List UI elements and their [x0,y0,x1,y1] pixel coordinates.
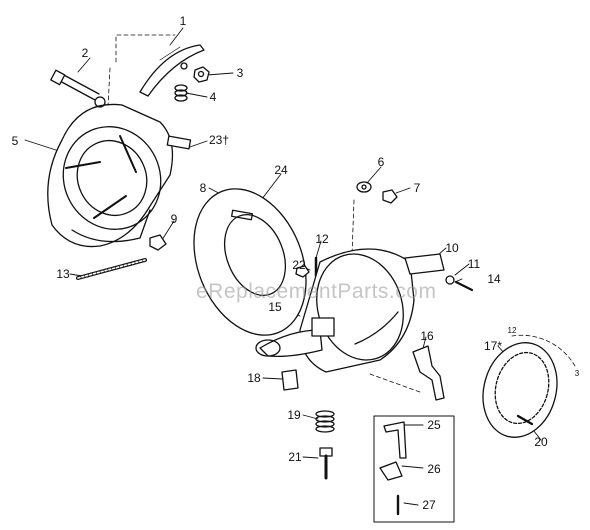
callout-2: 2 [81,46,89,60]
part-2-pin [50,69,100,101]
construction-lines [107,34,576,393]
watermark-text: eReplacementParts.com [196,280,437,303]
callout-17: 17* [483,339,503,353]
part-19-spring [315,410,335,433]
part-22-nut [295,265,310,278]
callout-9: 9 [170,212,178,226]
part-21-bolt [319,447,333,480]
callout-24: 24 [274,163,288,177]
part-16-lever [412,345,445,401]
callout-5: 5 [11,134,19,148]
callout-4: 4 [209,90,217,104]
part-5-housing [47,96,192,248]
callout-25: 25 [427,418,441,432]
callout-12: 12 [315,232,329,246]
part-13-leadscrew [76,258,147,280]
callout-10: 10 [445,241,459,255]
part-17-ring [482,342,558,438]
callout-20: 20 [534,435,548,449]
part-4-spring [174,84,188,102]
callout-11: 11 [467,257,481,271]
callout-18: 18 [247,371,261,385]
callout-8: 8 [199,181,207,195]
callout-6: 6 [377,155,385,169]
part-11-nut [445,275,455,285]
detail-inset [373,415,455,523]
callout-7: 7 [413,181,421,195]
dial-label-right: 3 [574,369,580,378]
part-10-bracket [404,253,445,275]
callout-3: 3 [236,66,244,80]
part-8-disc [193,188,307,336]
part-14-screw [454,280,474,292]
callout-1: 1 [179,14,187,28]
callout-26: 26 [427,462,441,476]
callout-23: 23† [208,133,230,147]
part-7-nut [382,189,398,204]
callout-21: 21 [288,450,302,464]
callout-15: 15 [268,300,282,314]
part-18-knob [281,369,299,391]
part-1-shoe [139,44,205,97]
callout-22: 22 [292,258,306,272]
part-6-washer [356,181,372,193]
callout-27: 27 [422,498,436,512]
part-9-fitting [149,234,167,251]
part-20-screw [516,414,534,426]
callout-16: 16 [420,329,434,343]
callout-13: 13 [56,267,70,281]
part-3-nut [193,66,210,83]
dial-label-top: 12 [507,326,517,335]
callout-19: 19 [287,408,301,422]
part-15-carriage [255,248,415,373]
callout-14: 14 [487,272,501,286]
